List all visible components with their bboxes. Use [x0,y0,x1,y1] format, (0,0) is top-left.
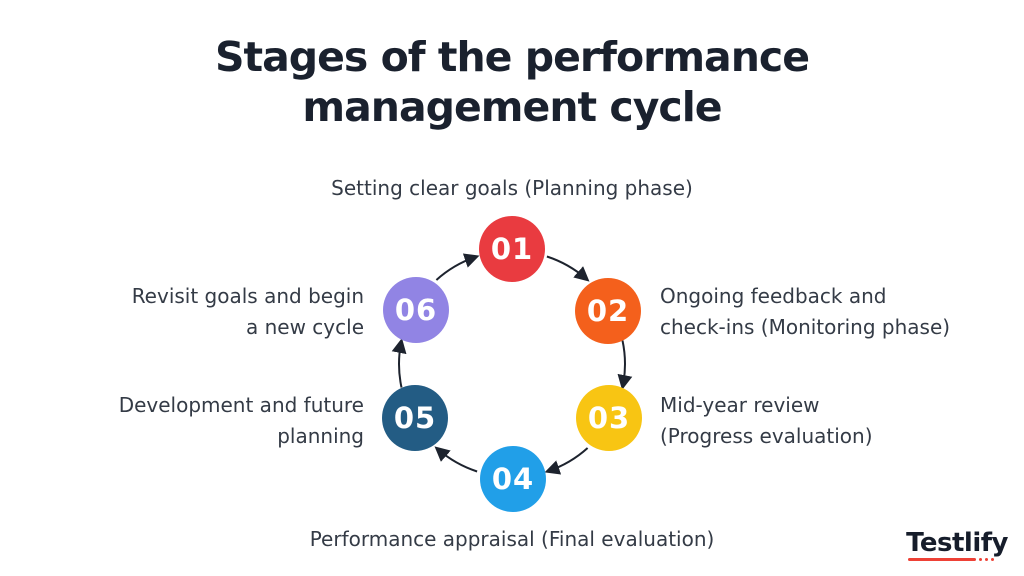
arrow-02-to-03-icon [617,340,633,391]
stage-label-01-line-1: Setting clear goals (Planning phase) [331,176,693,200]
logo-dot-icon [991,558,995,561]
stage-label-06-line-1: Revisit goals and begin [131,284,364,308]
stage-label-02-line-2: check-ins (Monitoring phase) [660,315,951,339]
arrow-04-to-05-icon [434,446,478,473]
testlify-logo-underline [906,558,1008,561]
stage-number-04: 04 [491,462,535,496]
stage-circle-03: 03 [576,385,642,451]
arrow-05-to-06-icon [391,337,407,388]
stage-number-05: 05 [393,401,437,435]
stage-circle-01: 01 [479,216,545,282]
stage-number-03: 03 [587,401,631,435]
stage-label-03-line-1: Mid-year review [660,393,820,417]
stage-label-03: Mid-year review (Progress evaluation) [660,390,873,452]
stage-label-05: Development and future planning [119,390,364,452]
stage-number-01: 01 [490,232,534,266]
stage-label-04-line-1: Performance appraisal (Final evaluation) [309,527,715,551]
stage-label-05-line-2: planning [277,424,364,448]
page-title-line-2: management cycle [302,83,722,131]
stage-label-06-line-2: a new cycle [246,315,364,339]
testlify-logo: Testlify [906,529,1008,561]
stage-label-02: Ongoing feedback and check-ins (Monitori… [660,281,950,343]
stage-number-06: 06 [394,293,438,327]
arrow-06-to-01-icon [435,253,480,281]
stage-label-03-line-2: (Progress evaluation) [660,424,873,448]
stage-label-06: Revisit goals and begin a new cycle [132,281,364,343]
stage-number-02: 02 [586,294,630,328]
logo-dot-icon [985,558,989,561]
arrow-03-to-04-icon [544,447,589,475]
stage-label-02-line-1: Ongoing feedback and [660,284,887,308]
stage-circle-06: 06 [383,277,449,343]
stage-label-05-line-1: Development and future [118,393,364,417]
stage-label-01: Setting clear goals (Planning phase) [0,173,1024,204]
stage-circle-05: 05 [382,385,448,451]
arrow-01-to-02-icon [546,255,590,282]
stage-circle-02: 02 [575,278,641,344]
logo-dot-icon [979,558,983,561]
stage-label-04: Performance appraisal (Final evaluation) [0,524,1024,555]
logo-underline-bar [908,558,977,561]
testlify-logo-text: Testlify [906,528,1008,558]
page-title: Stages of the performance management cyc… [0,32,1024,132]
page-title-line-1: Stages of the performance [214,33,810,81]
stage-circle-04: 04 [480,446,546,512]
